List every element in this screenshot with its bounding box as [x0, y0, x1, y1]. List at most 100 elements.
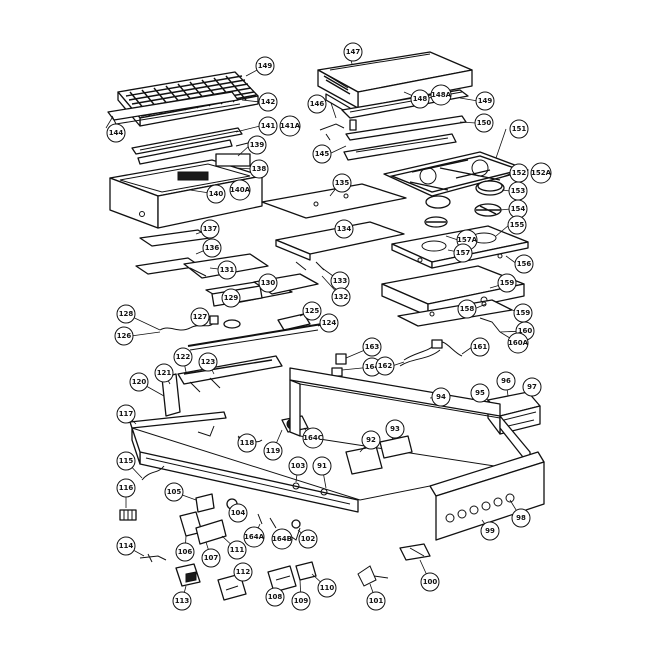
callout-148a[interactable]: 148A [430, 84, 452, 106]
callout-93[interactable]: 93 [385, 419, 405, 439]
svg-text:160: 160 [518, 327, 533, 335]
callout-140a[interactable]: 140A [229, 179, 251, 201]
callout-119[interactable]: 119 [263, 441, 283, 461]
callout-155[interactable]: 155 [507, 215, 527, 235]
callout-95[interactable]: 95 [470, 383, 490, 403]
callout-149[interactable]: 149 [255, 56, 275, 76]
callout-144[interactable]: 144 [106, 123, 126, 143]
callout-100[interactable]: 100 [420, 572, 440, 592]
callout-120[interactable]: 120 [129, 372, 149, 392]
callout-164a[interactable]: 164A [243, 526, 265, 548]
callout-135[interactable]: 135 [332, 173, 352, 193]
callout-109[interactable]: 109 [291, 591, 311, 611]
callout-122[interactable]: 122 [173, 347, 193, 367]
callout-133[interactable]: 133 [330, 271, 350, 291]
callout-131[interactable]: 131 [217, 260, 237, 280]
svg-text:142: 142 [261, 98, 276, 106]
callout-152[interactable]: 152 [509, 163, 529, 183]
callout-128[interactable]: 128 [116, 304, 136, 324]
callout-158[interactable]: 158 [457, 299, 477, 319]
callout-97[interactable]: 97 [522, 377, 542, 397]
callout-140[interactable]: 140 [206, 184, 226, 204]
callout-108[interactable]: 108 [265, 587, 285, 607]
callout-163[interactable]: 163 [362, 337, 382, 357]
callout-107[interactable]: 107 [201, 548, 221, 568]
svg-text:102: 102 [301, 535, 316, 543]
callout-126[interactable]: 126 [114, 326, 134, 346]
svg-text:163: 163 [365, 343, 380, 351]
callout-154[interactable]: 154 [508, 199, 528, 219]
callout-153[interactable]: 153 [508, 181, 528, 201]
callout-148[interactable]: 148 [410, 89, 430, 109]
callout-125[interactable]: 125 [302, 301, 322, 321]
front-panel [429, 451, 545, 541]
callout-151[interactable]: 151 [509, 119, 529, 139]
callout-132[interactable]: 132 [331, 287, 351, 307]
callout-92[interactable]: 92 [361, 430, 381, 450]
callout-149b[interactable]: 149 [475, 91, 495, 111]
callout-142[interactable]: 142 [258, 92, 278, 112]
callout-98[interactable]: 98 [511, 508, 531, 528]
callout-145[interactable]: 145 [312, 144, 332, 164]
callout-147[interactable]: 147 [343, 42, 363, 62]
callout-162[interactable]: 162 [375, 356, 395, 376]
callout-164c[interactable]: 164C [302, 427, 324, 449]
svg-text:116: 116 [119, 484, 134, 492]
callout-102[interactable]: 102 [298, 529, 318, 549]
callout-96[interactable]: 96 [496, 371, 516, 391]
svg-text:108: 108 [268, 593, 283, 601]
callout-94[interactable]: 94 [431, 387, 451, 407]
callout-121[interactable]: 121 [154, 363, 174, 383]
svg-text:124: 124 [322, 319, 337, 327]
callout-111[interactable]: 111 [227, 540, 247, 560]
callout-141[interactable]: 141 [258, 116, 278, 136]
svg-text:104: 104 [231, 509, 246, 517]
callout-137[interactable]: 137 [200, 219, 220, 239]
callout-117[interactable]: 117 [116, 404, 136, 424]
callout-114[interactable]: 114 [116, 536, 136, 556]
callout-141a[interactable]: 141A [279, 115, 301, 137]
svg-text:131: 131 [220, 266, 235, 274]
callout-129[interactable]: 129 [221, 288, 241, 308]
callout-157[interactable]: 157 [453, 243, 473, 263]
callout-159[interactable]: 159 [497, 273, 517, 293]
callout-105[interactable]: 105 [164, 482, 184, 502]
callout-130[interactable]: 130 [258, 273, 278, 293]
callout-116[interactable]: 116 [116, 478, 136, 498]
igniter-switch [175, 561, 317, 601]
callout-159b[interactable]: 159 [513, 303, 533, 323]
svg-text:110: 110 [320, 584, 335, 592]
callout-113[interactable]: 113 [172, 591, 192, 611]
callout-106[interactable]: 106 [175, 542, 195, 562]
callout-124[interactable]: 124 [319, 313, 339, 333]
callout-156[interactable]: 156 [514, 254, 534, 274]
callout-103[interactable]: 103 [288, 456, 308, 476]
svg-text:140A: 140A [230, 186, 251, 194]
callout-101[interactable]: 101 [366, 591, 386, 611]
callout-164b[interactable]: 164B [271, 528, 293, 550]
svg-text:162: 162 [378, 362, 393, 370]
callout-123[interactable]: 123 [198, 352, 218, 372]
callout-91[interactable]: 91 [312, 456, 332, 476]
callout-146[interactable]: 146 [307, 94, 327, 114]
callout-152a[interactable]: 152A [530, 162, 552, 184]
callout-139[interactable]: 139 [247, 135, 267, 155]
svg-text:145: 145 [315, 150, 330, 158]
callout-161[interactable]: 161 [470, 337, 490, 357]
svg-text:128: 128 [119, 310, 134, 318]
callout-138[interactable]: 138 [249, 159, 269, 179]
igniter-bracket [357, 543, 431, 587]
callout-127[interactable]: 127 [190, 307, 210, 327]
callout-99[interactable]: 99 [480, 521, 500, 541]
callout-115[interactable]: 115 [116, 451, 136, 471]
svg-text:130: 130 [261, 279, 276, 287]
callout-160a[interactable]: 160A [507, 332, 529, 354]
callout-136[interactable]: 136 [202, 238, 222, 258]
callout-110[interactable]: 110 [317, 578, 337, 598]
callout-104[interactable]: 104 [228, 503, 248, 523]
callout-112[interactable]: 112 [233, 562, 253, 582]
svg-text:127: 127 [193, 313, 208, 321]
callout-118[interactable]: 118 [237, 433, 257, 453]
callout-150[interactable]: 150 [474, 113, 494, 133]
callout-134[interactable]: 134 [334, 219, 354, 239]
